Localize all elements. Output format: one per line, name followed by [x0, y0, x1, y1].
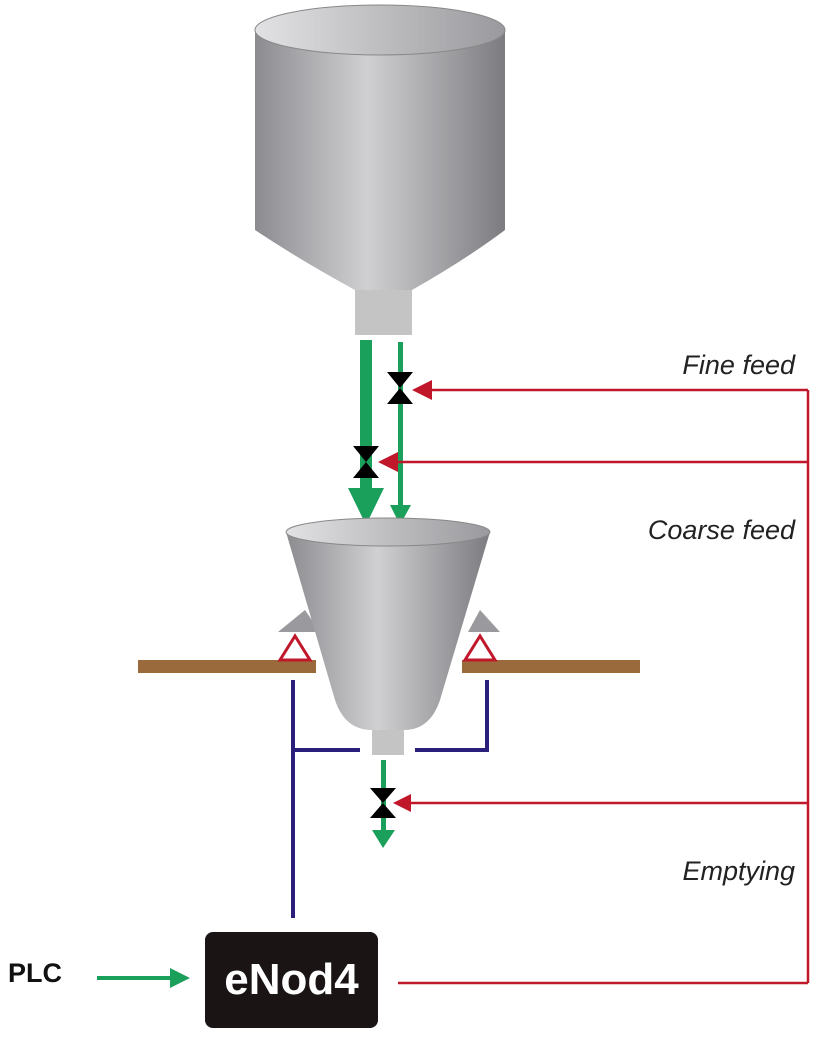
signal-lines [398, 388, 810, 985]
load-cell-wiring [291, 680, 489, 918]
fine-feed-valve-icon [387, 372, 413, 404]
support-beams [138, 610, 640, 673]
fine-feed-label: Fine feed [682, 350, 795, 380]
plc-label: PLC [8, 958, 62, 988]
enod4-controller: eNod4 [205, 932, 378, 1028]
supply-silo [254, 4, 506, 335]
plc-arrow [97, 968, 190, 988]
coarse-feed-label: Coarse feed [647, 515, 795, 545]
weigh-hopper [285, 517, 491, 755]
feed-lines [348, 340, 411, 525]
emptying-label: Emptying [682, 856, 795, 886]
emptying-valve-icon [370, 788, 396, 818]
coarse-feed-valve-icon [353, 446, 379, 478]
signal-arrowheads [378, 380, 432, 812]
load-cell-icon [277, 633, 498, 662]
